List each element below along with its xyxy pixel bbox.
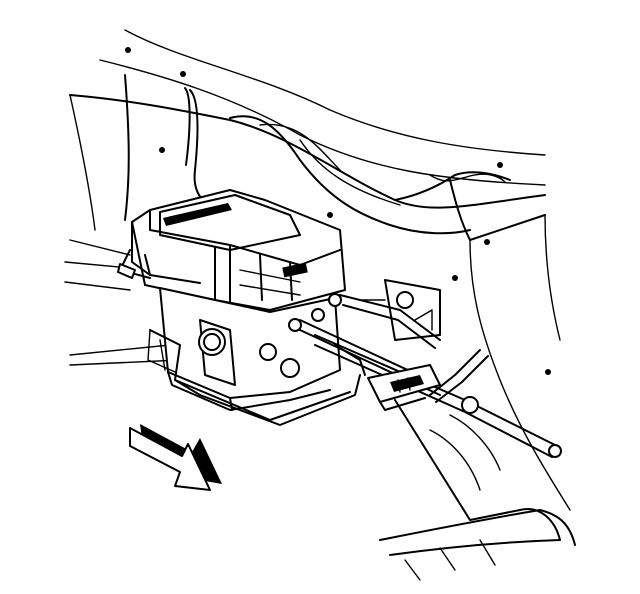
retaining-clip — [367, 364, 441, 411]
frame-bracket-right — [359, 279, 441, 341]
abs-hydraulic-body — [159, 287, 342, 411]
frame-rail-upper — [69, 29, 571, 511]
mounting-bracket — [147, 329, 361, 426]
frame-rail-left — [64, 74, 181, 366]
frame-holes — [125, 47, 551, 375]
wire-harness — [184, 87, 221, 211]
front-direction-arrow — [129, 424, 222, 491]
frame-rail-lower — [379, 399, 576, 581]
abs-control-unit — [117, 189, 346, 311]
brake-pipes — [299, 294, 562, 458]
